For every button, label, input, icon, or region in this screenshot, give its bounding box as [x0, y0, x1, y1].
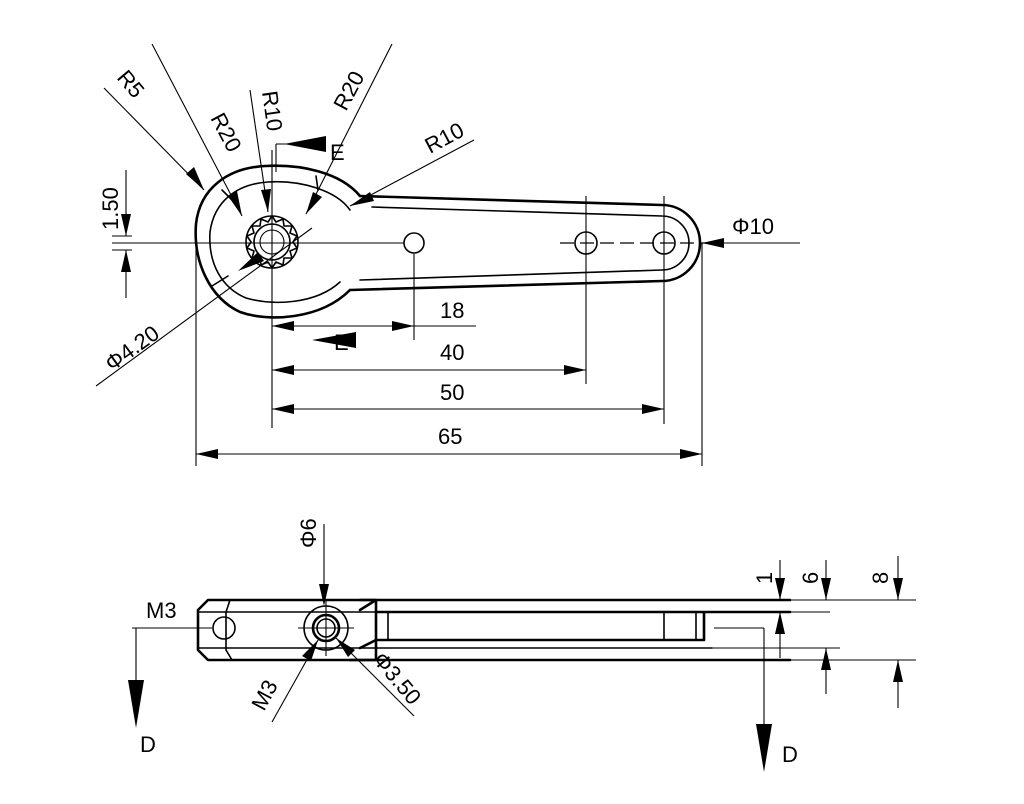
dim-18: 18	[440, 298, 464, 323]
dim-r10-center: R10	[257, 89, 287, 132]
side-m3-hole-left	[212, 616, 236, 640]
dim-r10-right: R10	[421, 117, 468, 158]
dim-dia-6: Φ6	[296, 518, 321, 548]
side-center-bolt	[298, 600, 354, 656]
dim-m3-bottom: M3	[246, 676, 282, 715]
top-view: 1.50 18 E 40 50 65 Φ10	[95, 43, 800, 466]
section-d-left-arrow	[128, 680, 144, 728]
side-view: M3 D Φ6 M3 Φ3.50 D	[128, 518, 916, 772]
slot-hole	[403, 232, 425, 254]
dim-dia-4-20: Φ4.20	[100, 320, 164, 376]
dim-thick-1: 1	[752, 572, 777, 584]
section-label-e-bottom: E	[334, 330, 349, 355]
dim-r20-left: R20	[206, 109, 247, 156]
dim-1-50: 1.50	[98, 187, 123, 230]
dim-65: 65	[438, 424, 462, 449]
hub-inner-outline	[209, 180, 351, 304]
dim-r5: R5	[112, 65, 149, 103]
dim-50: 50	[440, 380, 464, 405]
section-e-top-arrow	[284, 136, 326, 152]
section-d-right-arrow	[756, 724, 772, 772]
side-arm-outline	[348, 598, 792, 662]
dim-m3-left: M3	[146, 598, 177, 623]
dim-40: 40	[440, 340, 464, 365]
section-label-d-left: D	[140, 732, 156, 757]
dim-thick-8: 8	[868, 572, 893, 584]
dim-dia-10: Φ10	[732, 214, 774, 239]
section-e-bottom-arrow	[312, 332, 356, 348]
arm-inner-outline	[359, 206, 690, 281]
dim-r20-right: R20	[328, 67, 369, 114]
dim-thick-6: 6	[798, 572, 823, 584]
section-label-d-right: D	[782, 742, 798, 767]
hub-outline	[194, 164, 362, 319]
